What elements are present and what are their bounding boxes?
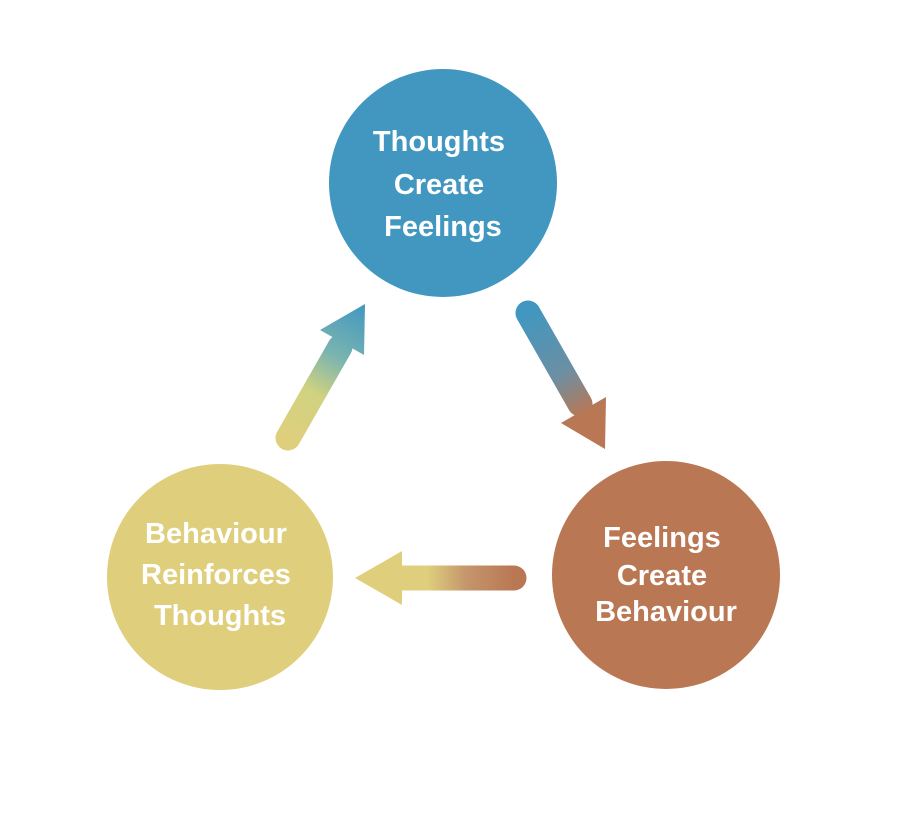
arrow-feelings-to-behaviour bbox=[355, 551, 527, 605]
node-behaviour-label: Behaviour Reinforces Thoughts bbox=[141, 518, 299, 632]
node-feelings: Feelings Create Behaviour bbox=[552, 461, 780, 689]
arrow-thoughts-to-feelings bbox=[515, 300, 606, 449]
node-behaviour: Behaviour Reinforces Thoughts bbox=[107, 464, 333, 690]
node-thoughts-circle bbox=[329, 69, 557, 297]
node-thoughts-label: Thoughts Create Feelings bbox=[373, 126, 513, 243]
node-behaviour-circle bbox=[107, 464, 333, 690]
arrow-behaviour-to-thoughts bbox=[275, 304, 365, 451]
node-feelings-label: Feelings Create Behaviour bbox=[595, 522, 737, 628]
node-thoughts: Thoughts Create Feelings bbox=[329, 69, 557, 297]
node-feelings-circle bbox=[552, 461, 780, 689]
